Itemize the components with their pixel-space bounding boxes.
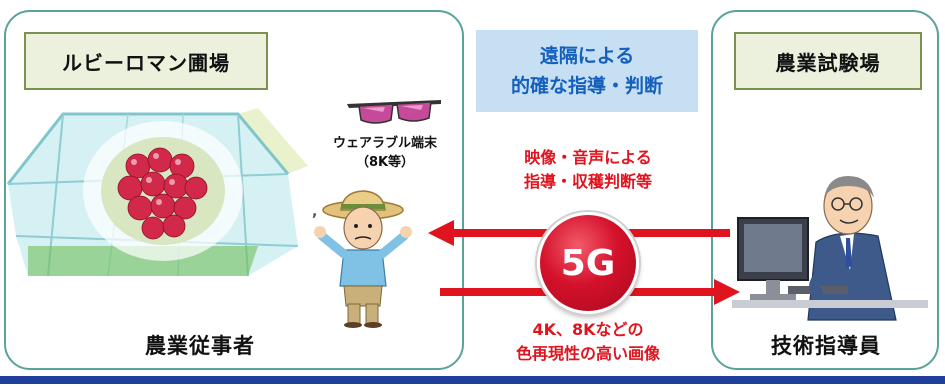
smart-glasses-icon — [347, 100, 441, 124]
wearable-line1: ウェアラブル端末 — [332, 136, 437, 151]
svg-text:,: , — [312, 204, 317, 220]
greenhouse-illustration — [6, 108, 308, 277]
instructor-label: 技術指導員 — [771, 334, 881, 358]
remote-guidance-box: 遠隔による 的確な指導・判断 — [476, 30, 698, 112]
farmer-illustration: , — [312, 190, 412, 328]
high-quality-image-text: 4K、8Kなどの 色再現性の高い画像 — [470, 318, 706, 366]
remote-guidance-line1: 遠隔による — [539, 45, 635, 67]
high-quality-line2: 色再現性の高い画像 — [515, 344, 660, 363]
farm-label: ルビーロマン圃場 — [24, 32, 268, 90]
video-audio-guidance-text: 映像・音声による 指導・収穫判断等 — [470, 146, 706, 194]
video-audio-line2: 指導・収穫判断等 — [523, 172, 652, 191]
fiveg-badge: 5G — [537, 212, 639, 314]
research-station-label: 農業試験場 — [734, 32, 922, 90]
wearable-line2: （8K等） — [355, 155, 415, 170]
high-quality-line1: 4K、8Kなどの — [532, 320, 644, 339]
video-audio-line1: 映像・音声による — [524, 148, 652, 167]
bottom-bar — [0, 376, 945, 384]
instructor-illustration — [732, 176, 928, 321]
wearable-device-label: ウェアラブル端末 （8K等） — [300, 134, 470, 172]
remote-guidance-line2: 的確な指導・判断 — [510, 75, 663, 97]
farmer-label: 農業従事者 — [145, 334, 255, 358]
